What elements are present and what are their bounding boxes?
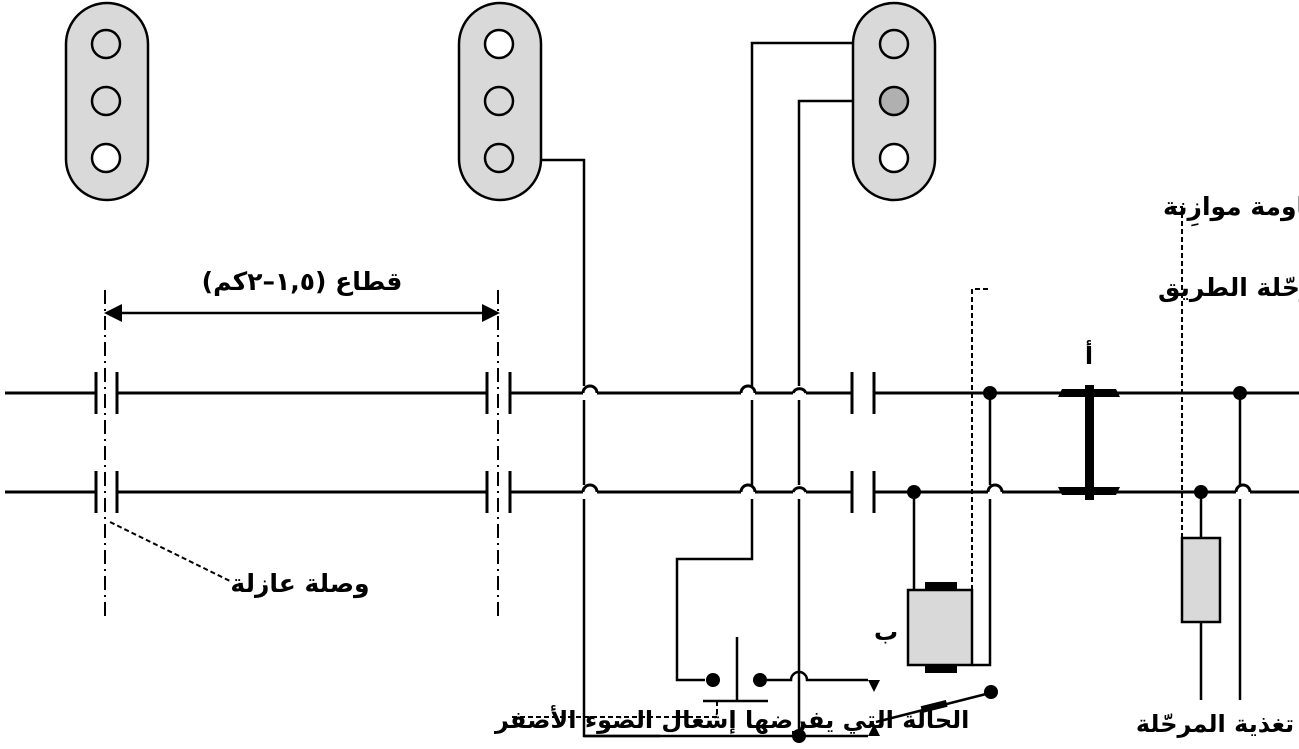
wheel-bottom	[1058, 487, 1120, 495]
signal-3	[851, 1, 937, 202]
balancing-resistor	[1180, 536, 1222, 624]
relay-feed-label: تغذية المرحّلة	[1136, 710, 1294, 738]
wire-signal3-top	[675, 41, 854, 682]
rail-hop	[581, 483, 599, 493]
rail-hop	[791, 486, 808, 493]
arrow-right-icon	[482, 304, 500, 322]
yellow-condition-label: الحالة التي يفرضها إشعال الضوء الأصفر	[494, 705, 969, 734]
section-length-label: قطاع (١,٥–٢كم)	[202, 267, 403, 296]
wire-signal2-red	[541, 158, 660, 738]
rail-hop	[791, 387, 808, 394]
balancing-resistance-label: مقاومة موازِنة	[1163, 192, 1299, 227]
relay-bottom-cap	[925, 665, 957, 673]
junction-dot	[792, 729, 806, 743]
insulated-joint-label: وصلة عازلة	[230, 569, 369, 599]
wire-signal3-yellow	[797, 99, 854, 736]
relay-feed: مقاومة موازِنة تغذية المرحّلة	[1136, 192, 1299, 738]
train-axle: أ	[1058, 340, 1120, 500]
rail-hop	[739, 384, 757, 394]
rail-hop	[986, 483, 1004, 493]
rail-hop	[1234, 483, 1252, 493]
contact-dot	[753, 673, 767, 687]
relay-connection-dot	[983, 386, 997, 400]
rail-hop	[581, 384, 599, 394]
switch-pivot-dot	[984, 685, 998, 699]
rails	[5, 384, 1299, 494]
track-relay-label: مرحّلة الطريق	[1158, 273, 1299, 303]
wheel-top	[1058, 389, 1120, 397]
arrow-left-icon	[104, 304, 122, 322]
relay-top-cap	[925, 582, 957, 590]
contact-terminal-bottom	[868, 724, 880, 736]
signal-1-lamp-middle	[90, 85, 122, 117]
switch-arm-block	[920, 699, 948, 714]
contact-dot	[706, 673, 720, 687]
signal-3-lamp-bottom	[878, 142, 910, 174]
signal-1-lamp-bottom	[90, 142, 122, 174]
rail-hop	[739, 483, 757, 493]
wire-contact-line	[767, 670, 868, 682]
signal-2-lamp-middle	[483, 85, 515, 117]
section-dimension: قطاع (١,٥–٢كم)	[104, 267, 500, 620]
signal-1	[64, 1, 150, 202]
yellow-condition-leader	[510, 701, 718, 718]
contact-terminal-top	[868, 680, 880, 692]
balancing-resistance-leader	[1170, 206, 1183, 538]
axle-marker-label: أ	[1085, 340, 1093, 370]
signal-2-lamp-bottom	[483, 142, 515, 174]
relay-feed-wire	[972, 393, 992, 667]
insulated-joints: وصلة عازلة	[94, 372, 876, 599]
relay-body	[906, 588, 974, 667]
signal-2-lamp-top	[483, 28, 515, 60]
relay-marker-label: ب	[874, 618, 898, 646]
relay-contacts: الحالة التي يفرضها إشعال الضوء الأصفر	[494, 637, 998, 743]
signal-3-lamp-middle	[878, 85, 910, 117]
axle-shaft	[1085, 385, 1094, 500]
insulated-joint-leader	[109, 521, 233, 583]
track-relay-leader	[971, 288, 990, 590]
signal-wires	[541, 41, 868, 738]
signal-2	[457, 1, 543, 202]
signal-3-lamp-top	[878, 28, 910, 60]
signal-1-lamp-top	[90, 28, 122, 60]
